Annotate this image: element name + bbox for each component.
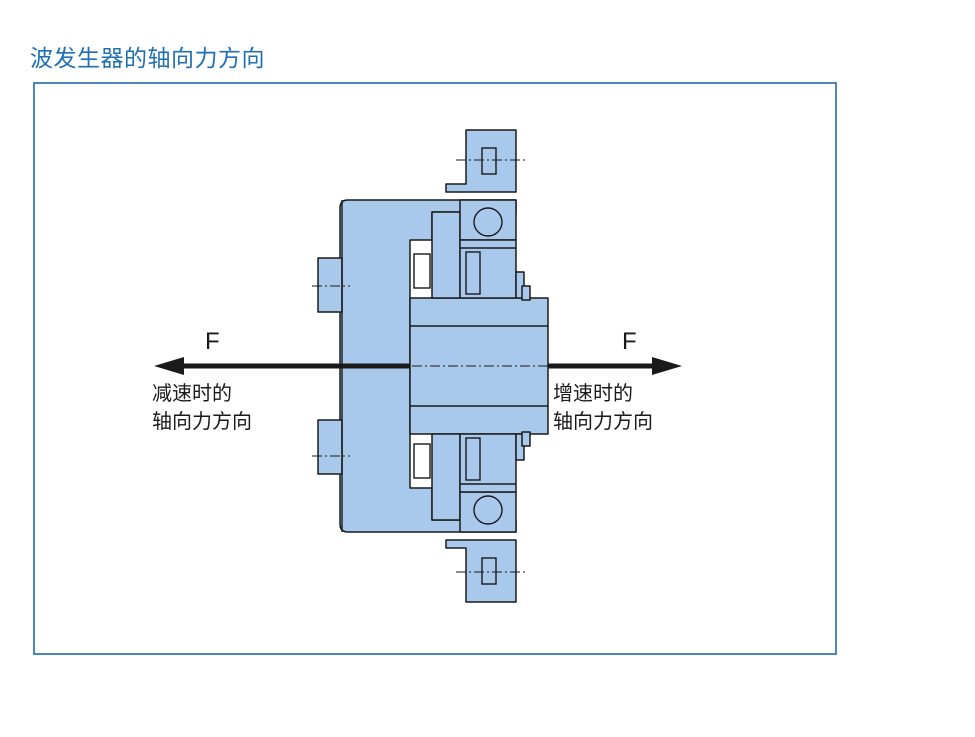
diagram-frame bbox=[33, 82, 837, 655]
right-force-label-line1: 增速时的 bbox=[553, 381, 633, 405]
left-force-label-line1: 减速时的 bbox=[152, 381, 232, 405]
retaining-ring-upper bbox=[515, 271, 525, 299]
right-force-symbol: F bbox=[622, 328, 637, 355]
left-force-label-line2: 轴向力方向 bbox=[152, 409, 252, 433]
left-boss-lower bbox=[317, 419, 343, 475]
ball-upper bbox=[473, 207, 503, 237]
roller-block-upper bbox=[459, 239, 517, 299]
roller-block-lower bbox=[459, 433, 517, 493]
inner-ring-lower bbox=[431, 433, 461, 521]
ball-lower bbox=[473, 495, 503, 525]
retaining-ring-lower bbox=[515, 433, 525, 461]
snap-ring-upper bbox=[521, 285, 531, 301]
right-force-label-line2: 轴向力方向 bbox=[553, 409, 653, 433]
inner-ring-upper bbox=[431, 211, 461, 299]
top-flange bbox=[445, 129, 517, 193]
force-arrow-right bbox=[548, 357, 682, 375]
left-force-symbol: F bbox=[205, 328, 220, 355]
bottom-flange bbox=[445, 539, 517, 603]
page-title: 波发生器的轴向力方向 bbox=[30, 46, 265, 72]
force-arrow-left bbox=[154, 357, 410, 375]
left-boss bbox=[317, 257, 343, 313]
snap-ring-lower bbox=[521, 431, 531, 447]
